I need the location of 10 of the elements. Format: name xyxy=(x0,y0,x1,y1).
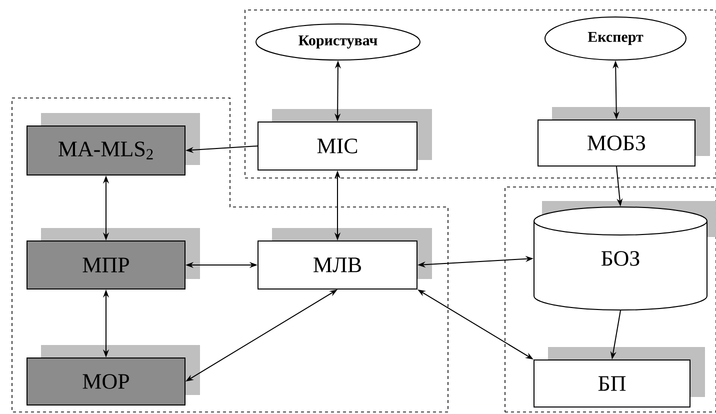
database-cylinder: БОЗ xyxy=(534,201,716,310)
module-box: МІС xyxy=(258,109,432,170)
dashed-region xyxy=(12,98,448,412)
module-box: МОР xyxy=(26,345,200,406)
module-box: БП xyxy=(534,347,705,408)
node-label: БОЗ xyxy=(601,251,640,266)
module-box: МЛВ xyxy=(258,228,432,290)
module-box: МПР xyxy=(26,228,200,290)
module-box: МОБЗ xyxy=(538,107,710,166)
module-box: MA-MLS$_{2}$ xyxy=(26,113,200,176)
